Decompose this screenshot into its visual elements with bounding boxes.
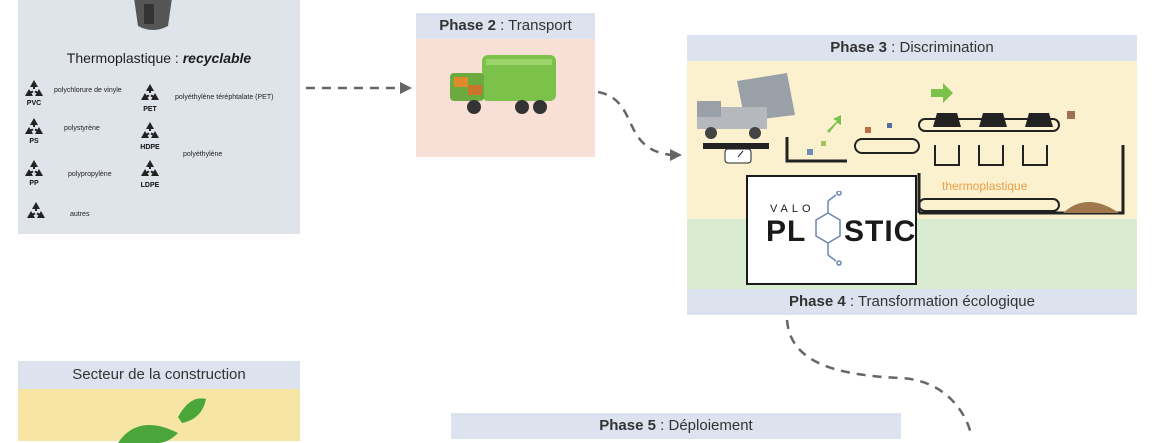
code-pet: PET xyxy=(143,106,157,113)
sorting-line-illustration xyxy=(697,73,1125,215)
phase4-header: Phase 4 : Transformation écologique xyxy=(687,289,1137,315)
logo-top-text: VALO xyxy=(770,203,815,215)
name-pe: polyéthylène xyxy=(183,151,223,158)
recycling-icon xyxy=(25,118,43,134)
name-pvc: polychlorure de vinyle xyxy=(54,87,122,94)
code-ps: PS xyxy=(29,138,39,145)
phase2-header: Phase 2 : Transport xyxy=(416,13,595,39)
code-pvc: PVC xyxy=(26,100,42,107)
logo-right-text: STIC xyxy=(844,215,917,248)
phase5-header: Phase 5 : Déploiement xyxy=(451,413,901,439)
valoplastic-logo: VALO PL STIC xyxy=(746,175,917,285)
garbage-truck-icon xyxy=(450,55,556,114)
recycling-icon xyxy=(25,160,43,176)
code-pp: PP xyxy=(29,180,39,187)
hopper-icon xyxy=(933,113,1053,127)
name-pp: polypropylène xyxy=(68,171,112,178)
thermoplastic-label: thermoplastique xyxy=(942,179,1028,193)
phase3-header: Phase 3 : Discrimination xyxy=(687,35,1137,61)
recycling-icon xyxy=(141,84,159,100)
dump-truck-icon xyxy=(697,73,795,139)
logo-left-text: PL xyxy=(766,215,807,248)
benzene-ring-icon xyxy=(815,191,842,266)
name-pet: polyéthylène téréphtalate (PET) xyxy=(175,94,274,101)
leaf-icon xyxy=(118,398,206,443)
code-hdpe: HDPE xyxy=(140,144,160,151)
construction-panel: Secteur de la construction xyxy=(18,361,300,443)
phase5-panel: Phase 5 : Déploiement xyxy=(451,413,901,443)
scale-icon xyxy=(703,143,769,164)
code-ldpe: LDPE xyxy=(140,182,160,189)
thermoplastic-title: Thermoplastique : recyclable xyxy=(66,50,252,66)
construction-header: Secteur de la construction xyxy=(18,361,300,389)
recycling-icon xyxy=(25,80,43,96)
phase2-panel: Phase 2 : Transport xyxy=(416,13,595,157)
name-others: autres xyxy=(70,211,90,218)
recycling-icon xyxy=(141,122,159,138)
phase3-panel: Phase 3 : Discrimination xyxy=(687,35,1137,316)
recycling-icon xyxy=(141,160,159,176)
name-ps: polystyrène xyxy=(64,125,100,132)
thermoplastic-panel: Thermoplastique : recyclable PVC polychl… xyxy=(18,0,300,234)
bin-icon xyxy=(134,0,172,30)
recycling-icon xyxy=(27,202,45,218)
